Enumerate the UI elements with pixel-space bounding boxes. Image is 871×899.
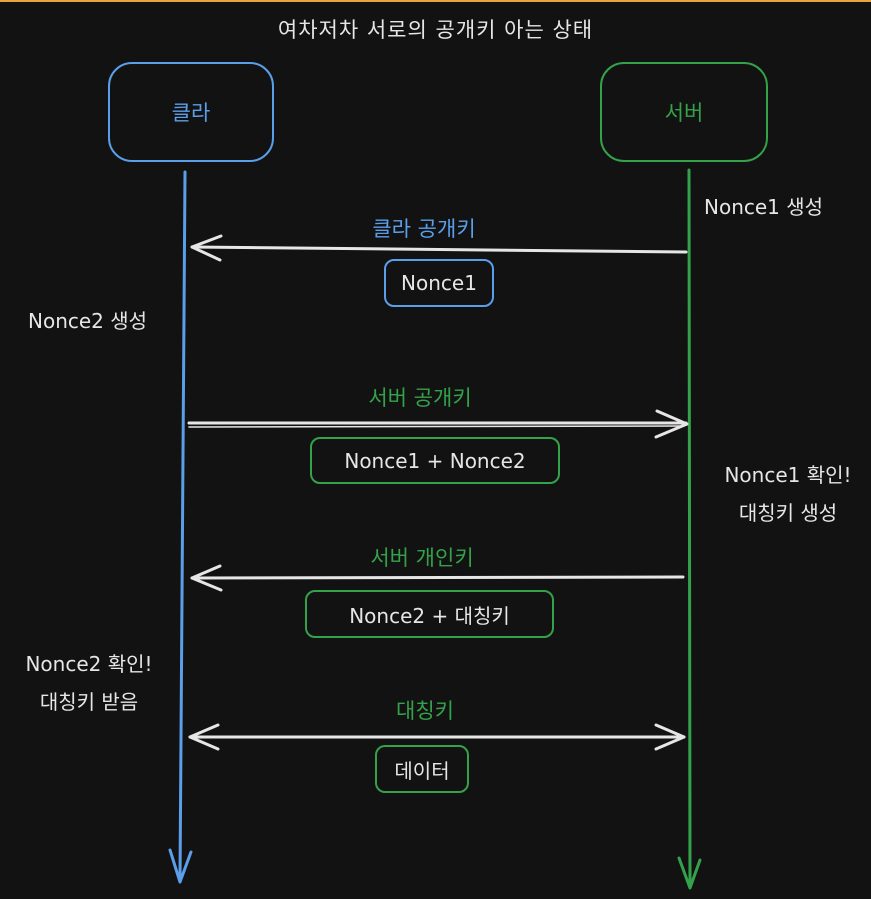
message-2-key-label: 서버 공개키: [368, 386, 472, 410]
message-4-key-label: 대칭키: [396, 699, 454, 723]
note-server-confirm: Nonce1 확인! 대칭키 생성: [712, 456, 864, 532]
message-2-arrowhead: [654, 409, 689, 439]
actor-client-box: 클라: [108, 62, 274, 162]
actor-client-label: 클라: [171, 101, 211, 125]
server-lifeline-arrowhead: [677, 856, 702, 890]
client-lifeline: [178, 170, 187, 882]
note-server-confirm-line2: 대칭키 생성: [738, 501, 838, 525]
actor-server-label: 서버: [664, 101, 704, 125]
message-3-arrowhead: [190, 564, 223, 592]
message-2-payload: Nonce1 + Nonce2: [310, 437, 560, 484]
message-1-arrow: [190, 245, 688, 254]
server-lifeline: [687, 168, 692, 888]
message-1-arrowhead: [190, 234, 223, 262]
message-4-arrowhead-left: [188, 723, 220, 751]
note-client-confirm: Nonce2 확인! 대칭키 받음: [6, 645, 172, 721]
message-1-key-label: 클라 공개키: [372, 217, 476, 241]
message-3-arrow: [190, 575, 685, 580]
note-client-confirm-line2: 대칭키 받음: [39, 690, 139, 714]
message-4-arrowhead-right: [654, 723, 686, 751]
top-accent-line: [0, 0, 871, 2]
note-server-confirm-line1: Nonce1 확인!: [724, 463, 852, 487]
message-2-arrow-shadow: [188, 425, 685, 428]
client-lifeline-arrowhead: [168, 848, 193, 884]
note-server-nonce1: Nonce1 생성: [704, 195, 824, 219]
diagram-title: 여차저차 서로의 공개키 아는 상태: [277, 18, 594, 42]
actor-server-box: 서버: [600, 62, 768, 162]
message-3-key-label: 서버 개인키: [370, 546, 474, 570]
note-client-nonce2: Nonce2 생성: [28, 309, 148, 333]
message-1-payload: Nonce1: [384, 259, 494, 307]
note-client-confirm-line1: Nonce2 확인!: [25, 652, 153, 676]
message-3-payload: Nonce2 + 대칭키: [305, 590, 554, 638]
message-4-payload: 데이터: [375, 745, 469, 793]
